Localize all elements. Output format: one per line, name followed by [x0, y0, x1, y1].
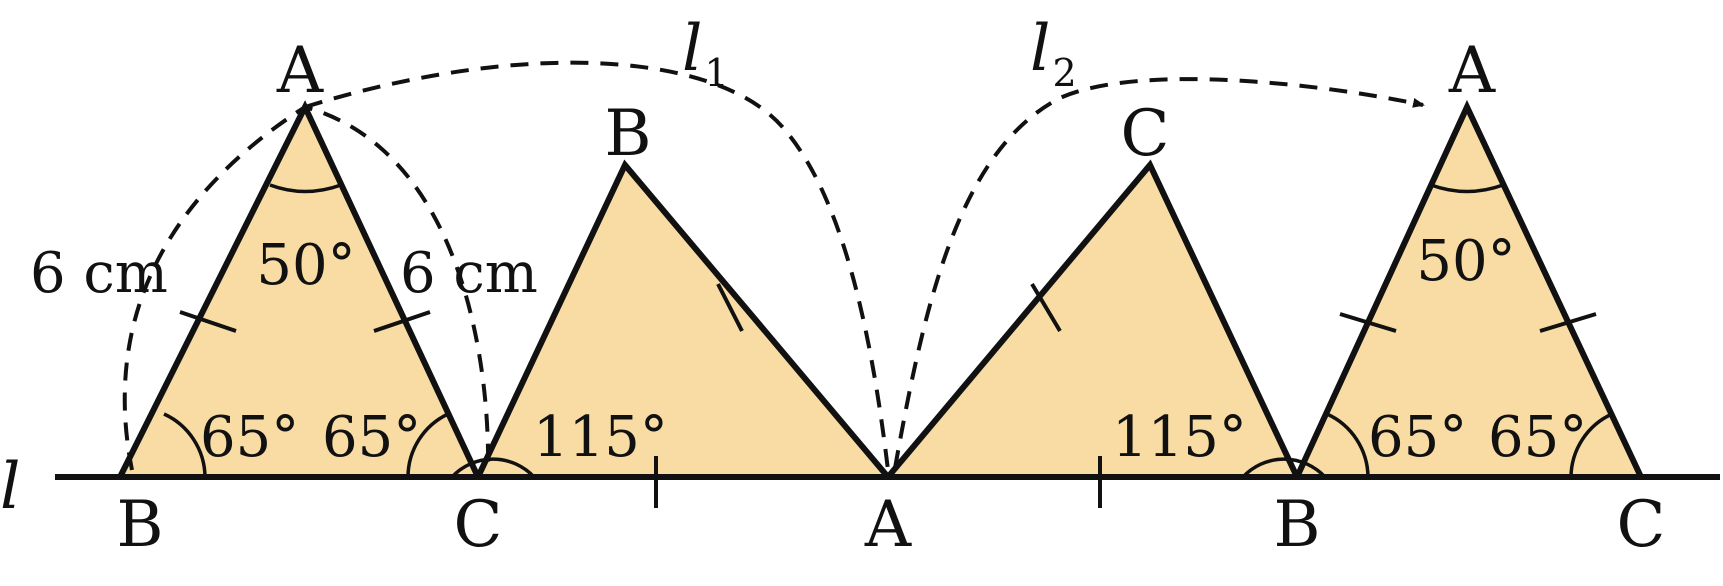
line-label-l: l — [0, 450, 20, 524]
angle-label: 65° — [1368, 405, 1467, 470]
length-label-left: 6 cm — [30, 241, 168, 306]
vertex-label: A — [276, 34, 324, 108]
vertex-label: C — [454, 488, 503, 562]
path1-label: l1 — [682, 12, 729, 95]
angle-label: 115° — [533, 405, 668, 470]
angle-label: 115° — [1112, 405, 1247, 470]
angle-arcs — [163, 183, 1613, 479]
tick-marks — [179, 282, 1597, 508]
vertex-label: C — [1617, 488, 1666, 562]
angle-label: 65° — [1488, 405, 1587, 470]
rotation-paths — [122, 60, 1425, 471]
angle-label: 65° — [200, 405, 299, 470]
length-label-right: 6 cm — [400, 241, 538, 306]
vertex-label: B — [604, 97, 651, 171]
path-l2 — [893, 77, 1425, 469]
path2-label: l2 — [1030, 12, 1077, 95]
vertex-label: B — [1273, 488, 1320, 562]
vertex-label: C — [1121, 97, 1170, 171]
vertex-label: A — [1448, 34, 1496, 108]
angle-label: 50° — [1416, 229, 1515, 294]
path-l1 — [304, 60, 890, 471]
vertex-label: A — [864, 488, 912, 562]
vertex-label: B — [116, 488, 163, 562]
angle-label: 50° — [256, 233, 355, 298]
angle-label: 65° — [322, 405, 421, 470]
